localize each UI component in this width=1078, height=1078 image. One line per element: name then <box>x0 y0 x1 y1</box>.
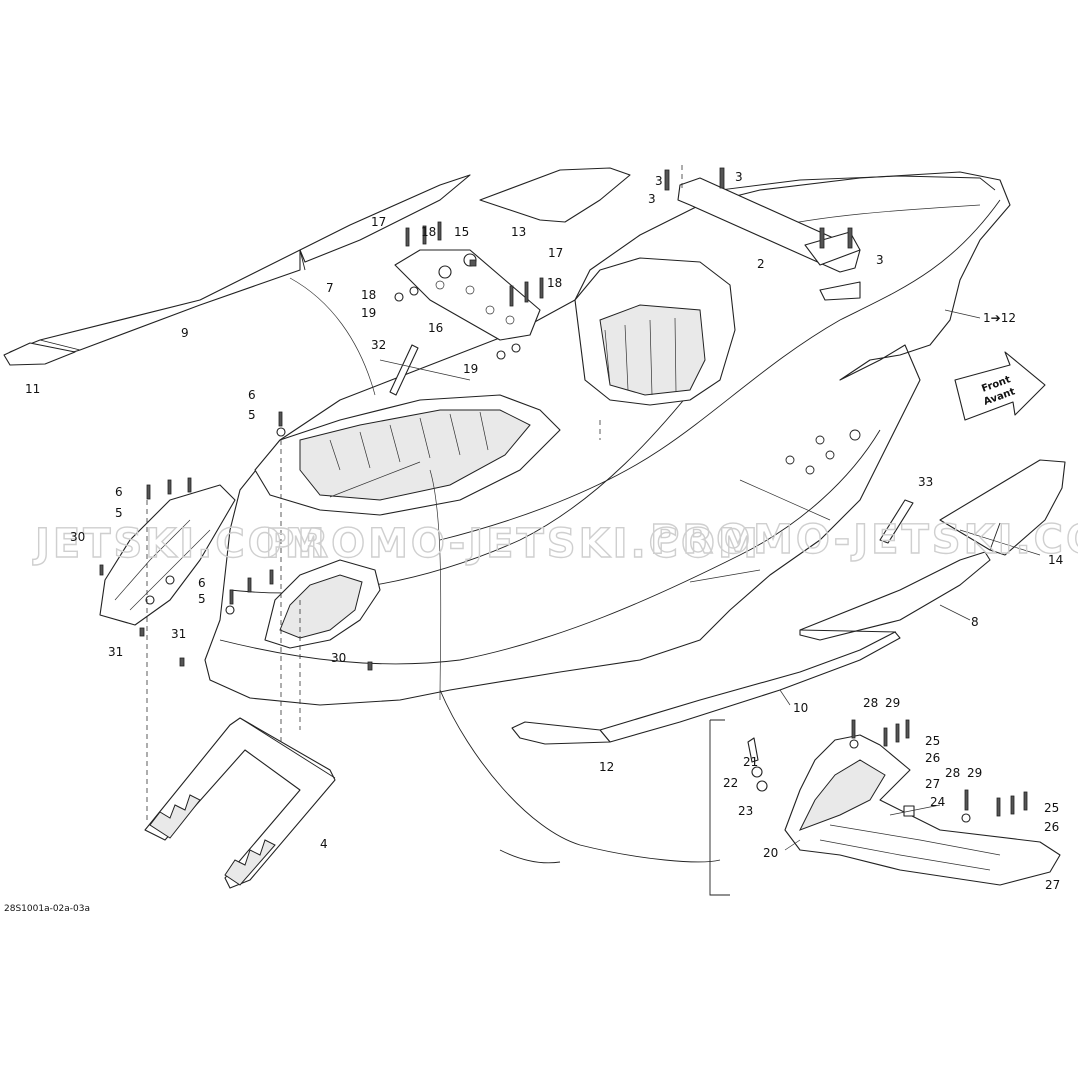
reference-code: 28S1001a-02a-03a <box>4 904 90 914</box>
callout: 20 <box>763 846 778 860</box>
detail-frame <box>709 719 730 896</box>
callout: 18 <box>421 225 436 239</box>
watermark: JETSKI.COM PROMO-JETSKI.COM PROMO-JETSKI… <box>31 516 1078 567</box>
hull-body <box>204 171 1011 706</box>
callout: 26 <box>1044 820 1059 834</box>
callout: 29 <box>967 766 982 780</box>
mat-part-11 <box>3 342 76 366</box>
callout: 29 <box>885 696 900 710</box>
callout: 31 <box>171 627 186 641</box>
mat-part-14 <box>939 459 1066 556</box>
callout: 16 <box>428 321 443 335</box>
leader-lines <box>289 277 1041 851</box>
callout: 3 <box>735 170 743 184</box>
callout: 5 <box>248 408 256 422</box>
callout: 3 <box>876 253 884 267</box>
callout: 28 <box>863 696 878 710</box>
hull-underside <box>439 689 721 864</box>
callout: 32 <box>371 338 386 352</box>
callout: 2 <box>757 257 765 271</box>
mat-part-8 <box>799 551 991 641</box>
bumper-bracket-left <box>99 484 236 626</box>
callout: 27 <box>925 777 940 791</box>
callout: 6 <box>115 485 123 499</box>
callout: 30 <box>70 530 85 544</box>
clip-part-33 <box>879 499 914 544</box>
callout: 21 <box>743 755 758 769</box>
callout: 13 <box>511 225 526 239</box>
front-arrow: Front Avant <box>954 351 1046 421</box>
callout: 19 <box>463 362 478 376</box>
callout: 11 <box>25 382 40 396</box>
callout: 3 <box>648 192 656 206</box>
callout: 17 <box>371 215 386 229</box>
watermark-text-1: JETSKI.COM <box>32 521 328 567</box>
callout: 12 <box>599 760 614 774</box>
callout: 5 <box>115 506 123 520</box>
callout: 6 <box>248 388 256 402</box>
dashed-lines <box>146 165 683 820</box>
callout: 25 <box>925 734 940 748</box>
callout: 9 <box>181 326 189 340</box>
callout: 6 <box>198 576 206 590</box>
callout: 33 <box>918 475 933 489</box>
watermark-text-3: PROMO-JETSKI.COM <box>650 517 1078 563</box>
rear-bumper-part-20 <box>784 734 1061 886</box>
callout: 8 <box>971 615 979 629</box>
bracket-part-32 <box>389 344 419 396</box>
callout: 27 <box>1045 878 1060 892</box>
callout: 1➔12 <box>983 311 1016 325</box>
callout: 31 <box>108 645 123 659</box>
callout: 25 <box>1044 801 1059 815</box>
mat-part-13 <box>479 167 631 223</box>
mat-part-10 <box>599 629 901 743</box>
callout: 5 <box>198 592 206 606</box>
callout: 18 <box>547 276 562 290</box>
callout: 14 <box>1048 553 1063 567</box>
callout: 30 <box>331 651 346 665</box>
callout: 10 <box>793 701 808 715</box>
callout: 19 <box>361 306 376 320</box>
callout: 15 <box>454 225 469 239</box>
support-bar-part-2 <box>677 177 861 301</box>
plate-part-16 <box>394 249 541 341</box>
callout: 28 <box>945 766 960 780</box>
callout: 17 <box>548 246 563 260</box>
callout: 18 <box>361 288 376 302</box>
watermark-text-2: PROMO-JETSKI.COM <box>265 521 761 567</box>
callout: 26 <box>925 751 940 765</box>
mat-part-12 <box>511 721 611 745</box>
callout: 7 <box>326 281 334 295</box>
boarding-step-part-4 <box>144 717 336 889</box>
callout: 24 <box>930 795 945 809</box>
callout: 23 <box>738 804 753 818</box>
callout-labels: 1➔12 2 3 3 3 3 4 5 5 5 6 6 6 7 8 9 10 11… <box>25 170 1063 892</box>
callout: 22 <box>723 776 738 790</box>
callout: 3 <box>655 174 663 188</box>
callout: 4 <box>320 837 328 851</box>
